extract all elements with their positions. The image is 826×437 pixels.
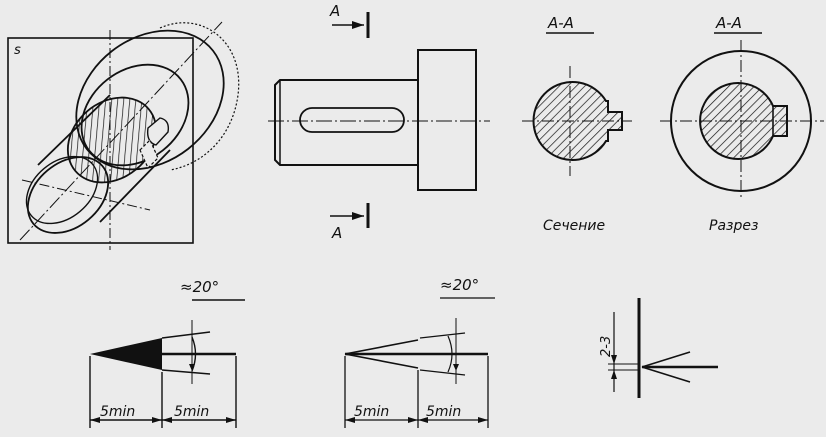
arrow-1-dim-right: 5min bbox=[174, 404, 209, 420]
keyway-hidden bbox=[139, 138, 159, 170]
arrow-2-barb-top bbox=[344, 339, 419, 355]
arrow-detail-open bbox=[344, 297, 495, 428]
arrow-2-dim-ticks bbox=[345, 417, 488, 423]
arrow-3-dim-ticks bbox=[611, 355, 617, 379]
axis-centerline bbox=[19, 21, 223, 241]
arrow-1-angle-ray-top bbox=[161, 331, 211, 339]
cut-caption: Разрез bbox=[709, 218, 758, 234]
shaft-end-inner-ellipse bbox=[25, 155, 99, 225]
cut-arrow-top-head bbox=[352, 21, 364, 29]
arrow-2-dim-left: 5min bbox=[354, 404, 389, 420]
cut-arrow-bottom-head bbox=[352, 212, 364, 220]
keyway-slot bbox=[146, 117, 170, 146]
arrow-3-barb-top bbox=[641, 351, 691, 368]
arrow-1-angle-ray-bottom bbox=[161, 369, 211, 375]
cut-label-top: A bbox=[329, 2, 340, 20]
hidden-flange-arc bbox=[159, 22, 240, 171]
arrow-1-angle-label: ≈20° bbox=[180, 278, 219, 296]
arrow-3-dim-label: 2-3 bbox=[599, 336, 614, 357]
shaft-end-ellipse bbox=[26, 156, 110, 234]
plane-label: s bbox=[14, 43, 21, 58]
shaft-body bbox=[274, 79, 419, 166]
filled-arrowhead bbox=[90, 338, 162, 370]
arrow-detail-filled bbox=[89, 299, 245, 428]
shaft-side-view bbox=[268, 12, 490, 228]
section-caption: Сечение bbox=[543, 218, 605, 234]
cut-label-bottom: A bbox=[331, 224, 342, 242]
arrow-2-angle-arc bbox=[447, 335, 453, 373]
arrow-2-angle-ray-top bbox=[419, 332, 466, 339]
section-view bbox=[522, 32, 632, 176]
cutting-plane bbox=[7, 37, 194, 244]
isometric-view bbox=[7, 21, 240, 250]
arrow-1-dim-left: 5min bbox=[100, 404, 135, 420]
arrow-2-angle-ray-bottom bbox=[419, 369, 466, 376]
arrow-2-angle-tick bbox=[453, 364, 459, 371]
arrow-3-barb-bottom bbox=[641, 366, 691, 383]
arrow-1-dim-ticks bbox=[90, 417, 236, 423]
secondary-centerline bbox=[21, 179, 151, 211]
keyway bbox=[299, 107, 405, 133]
arrow-2-barb-bottom bbox=[344, 353, 419, 369]
arrow-gap-detail bbox=[608, 298, 718, 398]
cut-title: A-A bbox=[715, 14, 742, 32]
shaft-bottom-edge bbox=[99, 149, 171, 223]
arrow-2-dim-right: 5min bbox=[426, 404, 461, 420]
section-title: A-A bbox=[547, 14, 574, 32]
arrow-2-angle-label: ≈20° bbox=[440, 276, 479, 294]
arrow-1-angle-tick bbox=[189, 364, 195, 371]
cut-view bbox=[660, 32, 824, 200]
shaft-flange bbox=[417, 49, 477, 191]
